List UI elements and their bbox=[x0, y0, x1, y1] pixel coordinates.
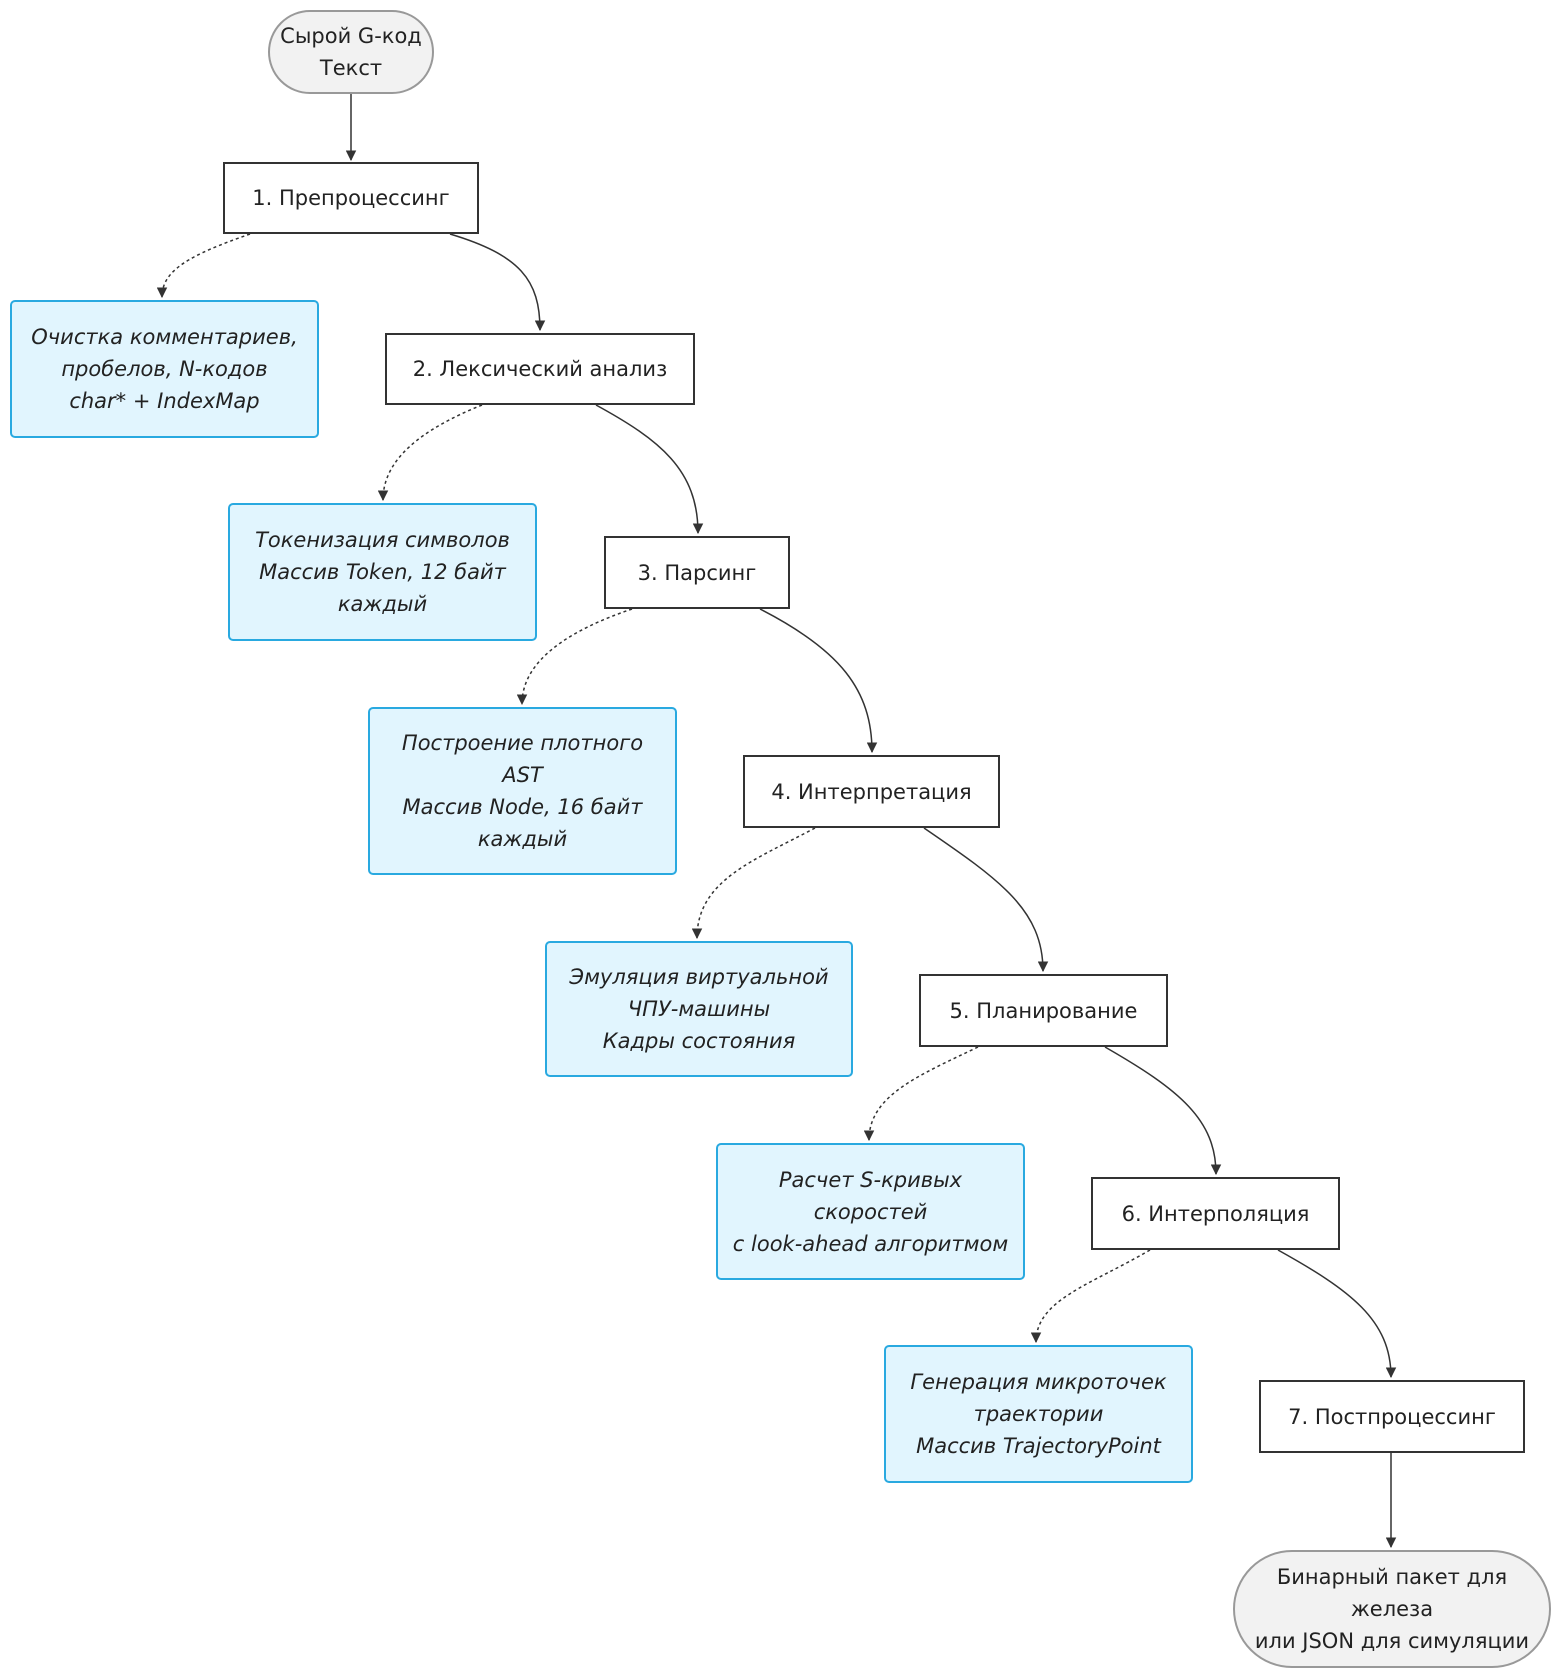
edge-lexing-to-note-2 bbox=[377, 404, 483, 502]
note-preprocessing: Очистка комментариев, пробелов, N-кодов … bbox=[10, 300, 319, 438]
step-interpretation: 4. Интерпретация bbox=[743, 755, 1000, 828]
end-node-label: Бинарный пакет для железа или JSON для с… bbox=[1254, 1565, 1530, 1653]
note-lexical-analysis-label: Токенизация символов Массив Token, 12 ба… bbox=[255, 528, 510, 616]
step-interpretation-label: 4. Интерпретация bbox=[771, 779, 972, 804]
step-interpolation-label: 6. Интерполяция bbox=[1121, 1201, 1310, 1226]
edge-parsing-to-interpretation bbox=[759, 608, 878, 754]
edge-interpolation-to-postprocessing bbox=[1277, 1249, 1397, 1379]
edge-preprocessing-to-lexing bbox=[449, 233, 546, 332]
start-node: Сырой G-код Текст bbox=[268, 10, 434, 94]
note-interpolation: Генерация микроточек траектории Массив T… bbox=[884, 1345, 1193, 1483]
edge-interpretation-to-planning bbox=[923, 827, 1049, 973]
edge-preprocessing-to-note-1 bbox=[156, 233, 251, 299]
note-parsing: Построение плотного AST Массив Node, 16 … bbox=[368, 707, 677, 875]
edge-interpolation-to-note-6 bbox=[1030, 1249, 1151, 1344]
step-postprocessing: 7. Постпроцессинг bbox=[1259, 1380, 1525, 1453]
note-interpolation-label: Генерация микроточек траектории Массив T… bbox=[910, 1370, 1167, 1458]
note-planning: Расчет S-кривых скоростей с look-ahead а… bbox=[716, 1143, 1025, 1280]
step-planning: 5. Планирование bbox=[919, 974, 1168, 1047]
note-interpretation-label: Эмуляция виртуальной ЧПУ-машины Кадры со… bbox=[569, 965, 829, 1053]
step-preprocessing: 1. Препроцессинг bbox=[223, 162, 479, 234]
start-node-label: Сырой G-код Текст bbox=[280, 24, 422, 80]
edge-lexing-to-parsing bbox=[595, 404, 704, 535]
step-preprocessing-label: 1. Препроцессинг bbox=[252, 186, 450, 210]
note-planning-label: Расчет S-кривых скоростей с look-ahead а… bbox=[732, 1167, 1009, 1256]
note-preprocessing-label: Очистка комментариев, пробелов, N-кодов … bbox=[31, 325, 298, 413]
step-parsing: 3. Парсинг bbox=[604, 536, 790, 609]
edge-interpretation-to-note-4 bbox=[691, 827, 816, 940]
step-lexical-analysis: 2. Лексический анализ bbox=[385, 333, 695, 405]
end-node: Бинарный пакет для железа или JSON для с… bbox=[1233, 1550, 1551, 1668]
step-planning-label: 5. Планирование bbox=[949, 998, 1138, 1023]
step-lexical-analysis-label: 2. Лексический анализ bbox=[412, 357, 668, 381]
edge-planning-to-interpolation bbox=[1104, 1046, 1222, 1176]
edge-parsing-to-note-3 bbox=[516, 608, 633, 706]
note-interpretation: Эмуляция виртуальной ЧПУ-машины Кадры со… bbox=[545, 941, 853, 1077]
note-parsing-label: Построение плотного AST Массив Node, 16 … bbox=[401, 731, 644, 851]
step-interpolation: 6. Интерполяция bbox=[1091, 1177, 1340, 1250]
note-lexical-analysis: Токенизация символов Массив Token, 12 ба… bbox=[228, 503, 537, 641]
step-postprocessing-label: 7. Постпроцессинг bbox=[1288, 1404, 1496, 1429]
step-parsing-label: 3. Парсинг bbox=[637, 560, 757, 585]
edge-planning-to-note-5 bbox=[863, 1046, 979, 1142]
